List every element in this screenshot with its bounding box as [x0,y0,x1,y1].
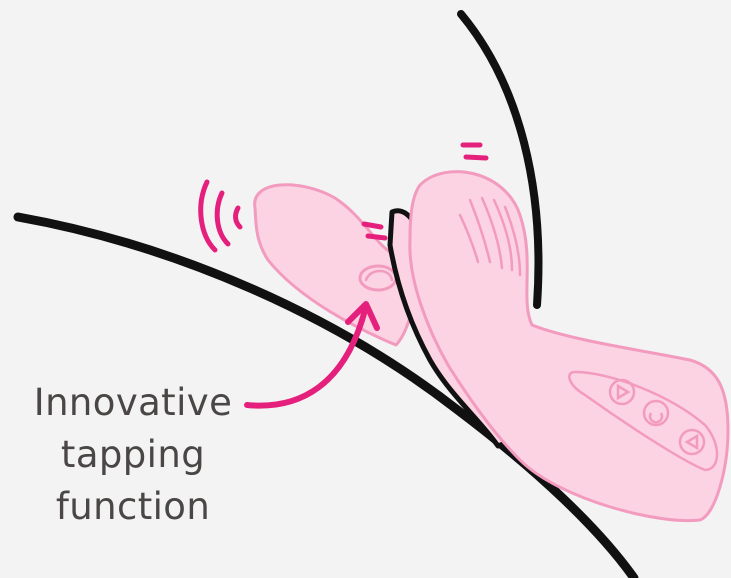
caption-line-1: Innovative [14,377,252,429]
vibration-marks-top [463,145,486,158]
caption-line-3: function [14,481,252,533]
toy-body [410,172,728,521]
caption-line-2: tapping [14,429,252,481]
feature-caption: Innovative tapping function [14,377,252,533]
vibration-marks-left [201,182,240,250]
